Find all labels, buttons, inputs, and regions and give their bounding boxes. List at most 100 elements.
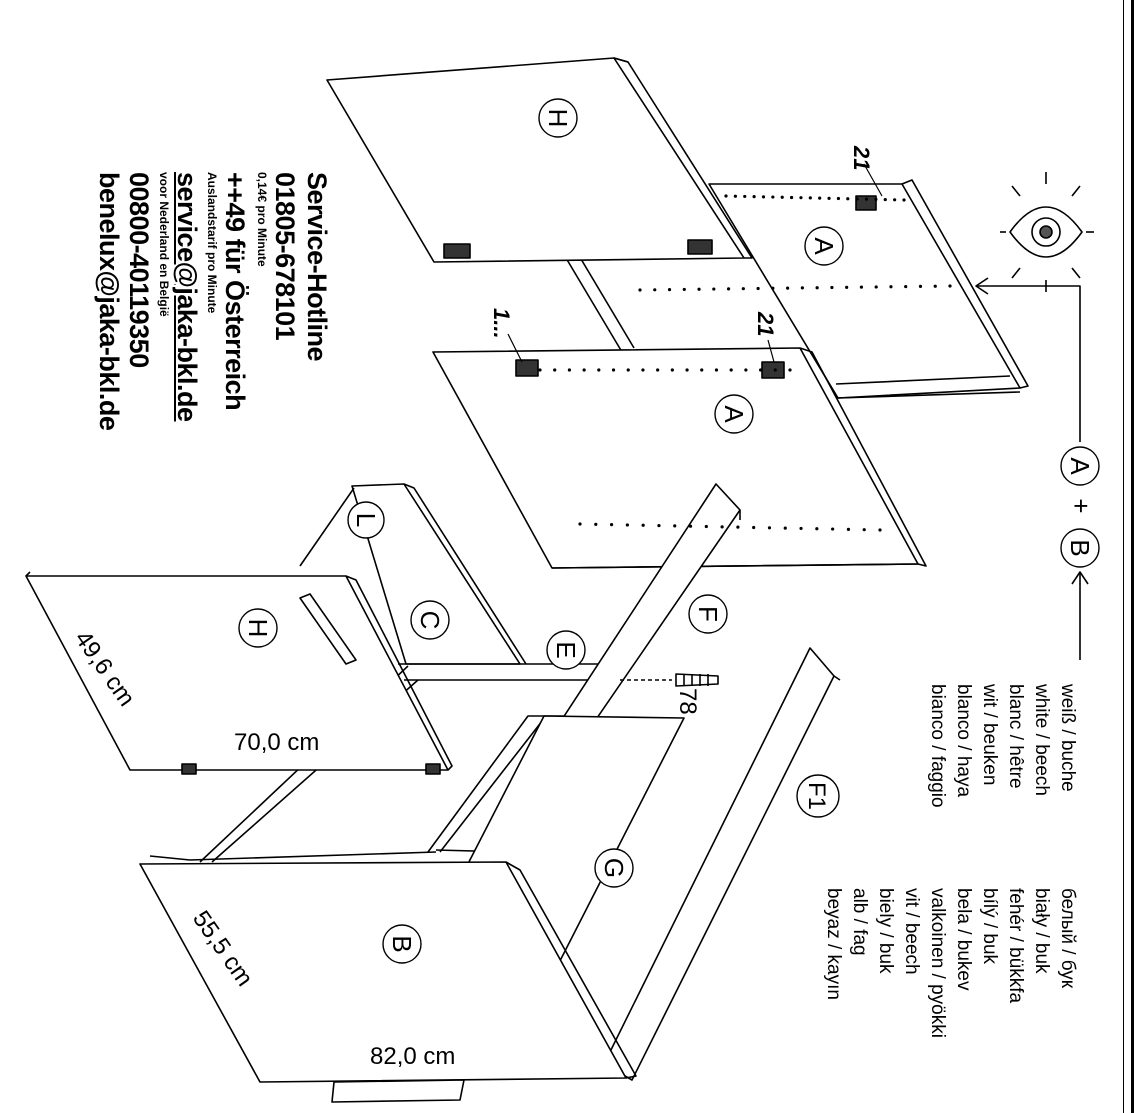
panel-hole xyxy=(773,368,777,372)
panel-hole xyxy=(767,526,772,530)
panel-hole xyxy=(855,197,859,201)
panel-hole xyxy=(933,284,937,288)
panel-hole xyxy=(874,197,878,201)
panel-hole xyxy=(831,527,835,531)
color-item: alb / fag xyxy=(849,888,870,956)
color-item: weiß / buche xyxy=(1057,684,1078,792)
hotline-title: Service-Hotline xyxy=(302,172,332,362)
color-item: white / beech xyxy=(1031,684,1052,796)
back-rail xyxy=(565,253,635,353)
hotline-price-de: 0,14€ pro Minute xyxy=(255,172,269,267)
panel-hole xyxy=(594,522,598,526)
panel-hole xyxy=(712,287,716,291)
svg-text:C: C xyxy=(415,611,445,630)
hotline-price-at: Auslandstarif pro Minute xyxy=(205,172,219,314)
panel-hole xyxy=(788,368,792,372)
panel-hole xyxy=(736,525,740,529)
panel-hole xyxy=(859,285,864,289)
panel-hole xyxy=(780,195,784,199)
color-item: biały / buk xyxy=(1031,888,1052,974)
dimension-body-width: 82,0 cm xyxy=(370,1043,455,1070)
svg-text:E: E xyxy=(551,641,581,658)
hotline-benelux-note: voor Nederland en België xyxy=(157,172,171,317)
hinges xyxy=(181,195,877,775)
hotline-email-de[interactable]: service@jaka-bkl.de xyxy=(172,172,202,422)
panel-hole xyxy=(625,523,629,527)
panel-hole xyxy=(553,368,557,372)
panel-hole xyxy=(670,368,674,372)
panel-hole xyxy=(657,523,661,528)
hotline-email-benelux[interactable]: benelux@jaka-bkl.de xyxy=(94,172,124,431)
panel-hole xyxy=(538,368,542,372)
panel-hole xyxy=(818,196,822,200)
panel-hole xyxy=(808,196,812,200)
label-g: G xyxy=(594,848,634,888)
dimension-door-height: 70,0 cm xyxy=(234,729,319,756)
label-h-bottom: H xyxy=(238,608,278,648)
panel-hole xyxy=(948,284,952,288)
panel-hole xyxy=(685,368,689,372)
color-item: bianco / faggio xyxy=(927,684,948,808)
panel-hole xyxy=(567,368,572,372)
door-handle xyxy=(299,593,357,665)
panel-hole xyxy=(761,195,766,199)
panel-hole xyxy=(682,287,686,292)
color-item: wit / beuken xyxy=(979,684,1000,786)
panel-hole xyxy=(846,197,850,201)
label-h-top: H xyxy=(538,98,578,138)
panel-hole xyxy=(597,368,601,372)
svg-text:A: A xyxy=(1065,457,1095,475)
panel-hole xyxy=(883,197,887,202)
panel-hole xyxy=(889,285,893,289)
panel-hole xyxy=(800,286,804,290)
panel-hole xyxy=(729,368,733,372)
label-b-legend: B xyxy=(1060,528,1100,568)
svg-text:G: G xyxy=(599,858,629,878)
panel-hole xyxy=(582,368,586,372)
svg-text:F: F xyxy=(693,606,723,622)
panel-hole xyxy=(611,368,616,372)
label-plus: + xyxy=(1066,498,1096,513)
panel-hole xyxy=(836,196,841,201)
panel-hole xyxy=(878,528,882,532)
color-item: beyaz / kayın xyxy=(823,888,844,1000)
panel-hole xyxy=(845,285,849,289)
panel-hole xyxy=(874,285,878,289)
direction-arrow xyxy=(975,277,1089,660)
panel-hole xyxy=(626,368,630,372)
panel-hole xyxy=(578,522,582,526)
panel-hole xyxy=(741,287,745,291)
panel-hole xyxy=(726,287,731,291)
panel-hole xyxy=(704,524,708,529)
color-item: blanco / haya xyxy=(953,684,974,798)
label-f1: F1 xyxy=(796,774,840,818)
label-a-legend: A xyxy=(1060,446,1100,486)
color-item: bílý / buk xyxy=(979,888,1000,965)
svg-text:B: B xyxy=(387,935,417,952)
color-item: белый / бук xyxy=(1057,888,1078,989)
panel-hole xyxy=(653,288,657,292)
svg-text:A: A xyxy=(719,405,749,423)
panel-hole xyxy=(752,525,756,530)
frame-line-inner xyxy=(1123,0,1124,1113)
frame-line-outer xyxy=(1131,0,1134,1113)
panel-hole xyxy=(771,286,775,290)
panel-hole xyxy=(789,195,794,200)
panel-hole xyxy=(724,194,728,198)
front-panel-f1 xyxy=(603,647,841,1081)
panel-hole xyxy=(697,287,701,291)
color-item: bela / bukev xyxy=(953,888,974,991)
hotline-phone-de: 01805-678101 xyxy=(270,172,300,341)
label-f: F xyxy=(688,594,728,634)
door-h-bottom xyxy=(25,571,453,771)
panel-hole xyxy=(827,196,831,200)
svg-text:A: A xyxy=(809,237,839,255)
color-item: vit / beech xyxy=(901,888,922,975)
label-l: L xyxy=(347,501,385,539)
fitting-21-back: 21 xyxy=(849,145,874,170)
panel-hole xyxy=(830,285,834,290)
color-item: fehér / bükkfa xyxy=(1005,888,1026,1004)
panel-hole xyxy=(720,525,724,529)
svg-text:L: L xyxy=(351,513,381,527)
